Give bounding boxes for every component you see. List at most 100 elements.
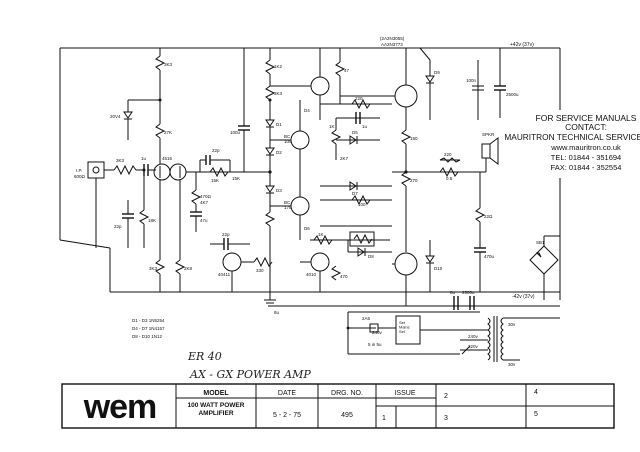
handwritten-line-2: AX - GX POWER AMP [189, 368, 311, 381]
label-transistor-pair: (2A2N3055) [380, 36, 405, 41]
label-xfmr2: 240v [468, 334, 479, 339]
label-c-22p-2: 22p [212, 148, 220, 153]
label-d10: D10 [434, 266, 443, 271]
label-c-22p: 22p [114, 224, 122, 229]
notice-line-6: FAX: 01844 - 352554 [551, 163, 622, 172]
title-date-header: DATE [278, 390, 296, 397]
label-rail-positive: +42v (37v) [510, 42, 534, 48]
title-issue-3: 3 [444, 415, 448, 422]
title-issue-4: 4 [534, 389, 538, 396]
label-fuse3: 5 in 5u [368, 342, 382, 347]
label-r-220: 220 [355, 96, 363, 101]
mains-transformer [346, 312, 560, 362]
title-date-value: 5 - 2 - 75 [273, 412, 301, 419]
label-r-15k: 15K [211, 178, 219, 183]
diode-note-2: D4 - D7 1N4157 [132, 326, 165, 331]
label-d2: D2 [276, 150, 282, 155]
label-input-z: 600Ω [74, 174, 86, 179]
label-q-4010: 4010 [306, 272, 317, 277]
title-model-header: MODEL [203, 390, 229, 397]
label-c-47u: 47u [200, 218, 208, 223]
vbe-multiplier [265, 48, 392, 292]
output-stage [340, 47, 560, 310]
notice-line-3: MAURITRON TECHNICAL SERVICES [504, 132, 640, 142]
label-rail-negative: -42v (37v) [512, 294, 535, 300]
label-r-22: 22Ω [484, 214, 493, 219]
label-r-27k: 27K [164, 130, 172, 135]
label-fuse2: 240v [372, 330, 383, 335]
title-drg-value: 495 [341, 412, 353, 419]
label-d3: D3 [276, 188, 282, 193]
label-r-3k3-mid: 3K3 [274, 91, 283, 96]
notice-line-5: TEL: 01844 - 351694 [551, 153, 621, 162]
label-spkr: SPKR [482, 132, 495, 137]
label-transistor-pair-2: AA2N3773 [381, 42, 403, 47]
handwritten-note: ER 40 AX - GX POWER AMP [187, 350, 311, 381]
label-c-2500u-2: 2500u [462, 290, 475, 295]
label-r-47: 47 [344, 68, 350, 73]
input-stage [87, 48, 187, 292]
label-r-18k: 18K [148, 218, 156, 223]
title-block: MODEL DATE DRG. NO. ISSUE 100 WATT POWER… [61, 383, 615, 429]
title-issue-5: 5 [534, 411, 538, 418]
label-r-330: 330 [256, 268, 264, 273]
notice-line-2: CONTACT: [565, 122, 607, 132]
notice-line-1: FOR SERVICE MANUALS [536, 113, 637, 123]
label-r-1k2: 1K2 [274, 64, 283, 69]
label-r-150: 150 [410, 136, 418, 141]
label-r-3k3-top: 3K3 [164, 62, 173, 67]
label-r-2k7: 2K7 [340, 156, 349, 161]
title-issue-2: 2 [444, 393, 448, 400]
title-issue-1: 1 [382, 415, 386, 422]
power-rails [59, 47, 561, 313]
label-xfmr4: 30v [508, 362, 516, 367]
label-c-8u-2: 8u [274, 310, 280, 315]
wem-logo: wem [83, 388, 157, 426]
handwritten-line-1: ER 40 [187, 350, 222, 363]
label-r-3k3-in: 3K3 [116, 158, 125, 163]
label-c-470u: 470u [484, 254, 495, 259]
label-r-15k-2: 15K [232, 176, 240, 181]
label-d8: D8 [368, 254, 374, 259]
label-c-8u: 8u [450, 290, 456, 295]
label-xfmr1: 30v [508, 322, 516, 327]
label-r-3k3-bot: 3K3 [149, 266, 158, 271]
component-labels: 3K3 20V4 27K I.P. 600Ω 3K3 1u 4516 22p 1… [74, 62, 545, 367]
label-r-100: 100 [358, 202, 366, 207]
title-model-value-wrap: 100 WATT POWER AMPLIFIER [187, 402, 245, 417]
label-r-2k8: 2K8 [184, 266, 193, 271]
label-c-100u: 100u [230, 130, 241, 135]
label-r-1k: 1K [329, 124, 335, 129]
label-q-40411: 40411 [218, 272, 231, 277]
diode-notes: D1 - D3 1N5254 D4 - D7 1N4157 D8 - D10 1… [132, 318, 165, 339]
title-issue-header: ISSUE [394, 390, 415, 397]
diode-note-3: D8 - D10 1N12 [132, 334, 163, 339]
label-r-4k7: 4K7 [200, 200, 209, 205]
label-r-0r5: 0.5 [446, 176, 453, 181]
label-bridge: SB1 [536, 240, 545, 245]
label-d1: D1 [276, 122, 282, 127]
driver-stage [186, 48, 276, 307]
label-r-470-ohm: 470Ω [200, 194, 212, 199]
title-model-value: 100 WATT POWER AMPLIFIER [187, 402, 245, 417]
label-d7: D7 [352, 191, 358, 196]
label-input: I.P. [76, 168, 82, 173]
label-q-in: 4516 [162, 156, 173, 161]
label-d6: D6 [304, 226, 310, 231]
label-lamp: 220 [444, 152, 452, 157]
service-notice: FOR SERVICE MANUALS CONTACT: MAURITRON T… [504, 110, 640, 178]
label-r-1k-2: 1K [318, 232, 324, 237]
title-drg-header: DRG. NO. [331, 390, 363, 397]
label-r-270: 270 [410, 178, 418, 183]
label-d-zener: 20V4 [110, 114, 121, 119]
label-c-1u: 1u [141, 156, 147, 161]
label-d5: D5 [352, 130, 358, 135]
label-c-22p-3: 22p [222, 232, 230, 237]
label-d4: D4 [304, 108, 310, 113]
diode-note-1: D1 - D3 1N5254 [132, 318, 165, 323]
label-r-470: 470 [340, 274, 348, 279]
